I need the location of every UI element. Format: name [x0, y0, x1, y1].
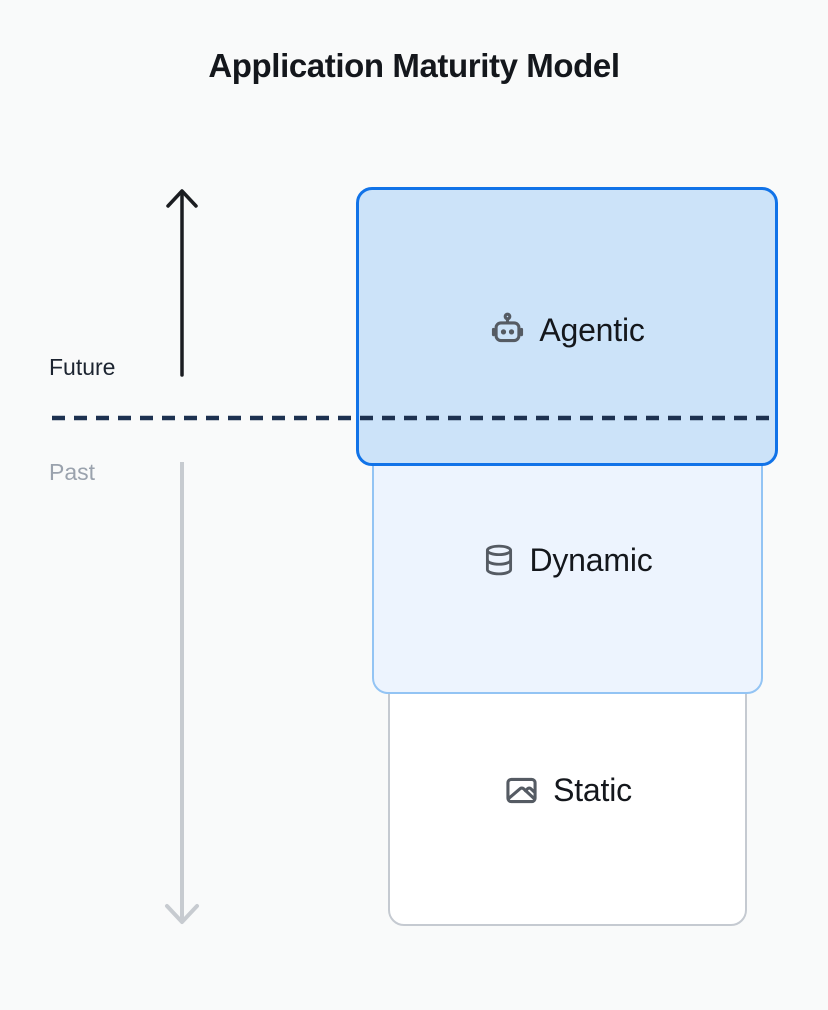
- level-label-dynamic: Dynamic: [529, 542, 653, 578]
- level-box-dynamic: Dynamic: [372, 450, 763, 694]
- level-box-agentic: Agentic: [356, 187, 778, 466]
- level-box-static: Static: [388, 678, 747, 926]
- level-content-dynamic: Dynamic: [374, 541, 761, 579]
- robot-icon: [492, 312, 524, 342]
- level-label-agentic: Agentic: [539, 312, 645, 348]
- database-icon: [486, 544, 513, 576]
- page-title: Application Maturity Model: [208, 47, 620, 84]
- image-icon: [506, 777, 537, 803]
- level-content-static: Static: [390, 771, 745, 809]
- future-arrow-icon: [166, 189, 198, 377]
- level-content-agentic: Agentic: [359, 311, 775, 349]
- level-label-static: Static: [553, 772, 632, 808]
- past-arrow-icon: [165, 462, 199, 924]
- future-axis-label: Future: [49, 354, 116, 380]
- past-axis-label: Past: [49, 459, 96, 485]
